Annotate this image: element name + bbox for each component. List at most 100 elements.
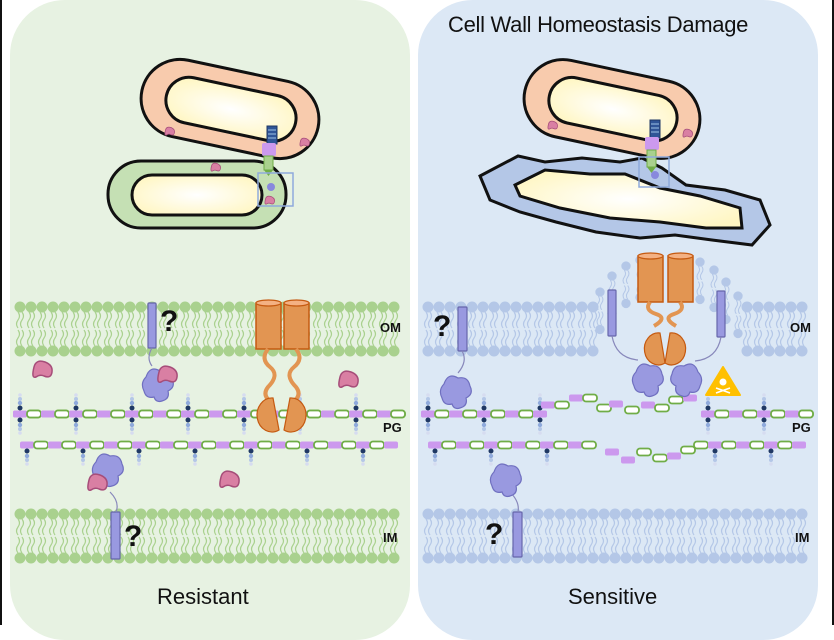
lipid bbox=[432, 507, 446, 565]
lipid bbox=[90, 300, 104, 358]
lipid bbox=[244, 507, 258, 565]
lipid bbox=[465, 300, 479, 358]
glcnac-unit bbox=[525, 440, 541, 450]
glcnac-unit bbox=[306, 409, 322, 419]
lipid bbox=[211, 300, 225, 358]
damaged-pg-fragment bbox=[668, 395, 684, 405]
om-label-right: OM bbox=[790, 320, 811, 335]
glcnac-unit bbox=[313, 440, 329, 450]
peptide-stem bbox=[761, 417, 767, 435]
murnac-unit bbox=[764, 441, 778, 449]
murnac-unit bbox=[449, 410, 463, 418]
peptide-stem bbox=[241, 393, 247, 411]
lipid bbox=[46, 507, 60, 565]
glcnac-unit bbox=[434, 409, 450, 419]
peptide-stem bbox=[425, 417, 431, 435]
murnac-unit bbox=[757, 410, 771, 418]
peptide-stem bbox=[73, 417, 79, 435]
murnac-unit bbox=[97, 410, 111, 418]
lipid bbox=[696, 507, 710, 565]
lipid bbox=[531, 507, 545, 565]
frame-left-border bbox=[0, 0, 2, 625]
lipid bbox=[421, 300, 435, 358]
lipid bbox=[79, 300, 93, 358]
lipid bbox=[57, 300, 71, 358]
peptide-stem bbox=[544, 448, 550, 466]
toxin-left bbox=[255, 299, 310, 433]
lipid bbox=[321, 507, 335, 565]
lipid bbox=[244, 300, 258, 358]
lipid-bulge bbox=[620, 260, 632, 309]
glcnac-unit bbox=[742, 409, 758, 419]
figure-title: Cell Wall Homeostasis Damage bbox=[448, 12, 749, 37]
peptide-stem bbox=[73, 393, 79, 411]
frame-right-border bbox=[832, 0, 834, 625]
lipid bbox=[718, 507, 732, 565]
peptidoglycan-right bbox=[421, 393, 814, 466]
im-label-right: IM bbox=[795, 530, 810, 545]
murnac-unit bbox=[237, 410, 251, 418]
lipid bbox=[553, 507, 567, 565]
lipid bbox=[332, 507, 346, 565]
murnac-unit bbox=[321, 410, 335, 418]
glcnac-unit bbox=[82, 409, 98, 419]
lipid bbox=[343, 300, 357, 358]
unknown-mark-im-left: ? bbox=[124, 520, 143, 553]
murnac-unit bbox=[188, 441, 202, 449]
lipid bbox=[167, 507, 181, 565]
immunity-protein-im-right bbox=[489, 463, 523, 558]
peptidoglycan-left bbox=[13, 393, 406, 466]
glcnac-unit bbox=[145, 440, 161, 450]
glcnac-unit bbox=[390, 409, 406, 419]
lipid bbox=[542, 300, 556, 358]
lipid bbox=[652, 507, 666, 565]
lipid bbox=[520, 300, 534, 358]
damaged-pg-fragment bbox=[621, 456, 635, 464]
glcnac-unit bbox=[693, 440, 709, 450]
murnac-unit bbox=[216, 441, 230, 449]
lipid bbox=[68, 300, 82, 358]
glcnac-unit bbox=[441, 440, 457, 450]
lipid bbox=[365, 300, 379, 358]
lipid bbox=[90, 507, 104, 565]
murnac-unit bbox=[421, 410, 435, 418]
free-effector-left-3 bbox=[219, 470, 240, 489]
murnac-unit bbox=[181, 410, 195, 418]
lipid bbox=[608, 507, 622, 565]
glcnac-unit bbox=[285, 440, 301, 450]
glcnac-unit bbox=[490, 409, 506, 419]
lipid bbox=[145, 507, 159, 565]
glcnac-unit bbox=[518, 409, 534, 419]
murnac-unit bbox=[512, 441, 526, 449]
lipid bbox=[321, 300, 335, 358]
lipid bbox=[586, 507, 600, 565]
attacker-cell-left bbox=[139, 57, 321, 161]
murnac-unit bbox=[272, 441, 286, 449]
lipid bbox=[619, 507, 633, 565]
glcnac-unit bbox=[581, 440, 597, 450]
damaged-pg-fragment bbox=[641, 401, 655, 409]
glcnac-unit bbox=[61, 440, 77, 450]
sensitive-caption: Sensitive bbox=[568, 584, 658, 609]
resistant-target-cell bbox=[106, 159, 288, 230]
lipid bbox=[35, 507, 49, 565]
murnac-unit bbox=[708, 441, 722, 449]
glcnac-unit bbox=[201, 440, 217, 450]
secretion-system-left bbox=[257, 125, 294, 207]
murnac-unit bbox=[701, 410, 715, 418]
murnac-unit bbox=[533, 410, 547, 418]
lipid bbox=[564, 507, 578, 565]
damaged-pg-fragment bbox=[654, 403, 670, 413]
lipid bbox=[200, 507, 214, 565]
lipid bbox=[178, 300, 192, 358]
murnac-unit bbox=[736, 441, 750, 449]
lipid bbox=[443, 507, 457, 565]
lipid bbox=[310, 300, 324, 358]
free-effector-left-2 bbox=[338, 370, 359, 389]
lipid bbox=[520, 507, 534, 565]
murnac-unit bbox=[153, 410, 167, 418]
murnac-unit bbox=[104, 441, 118, 449]
murnac-unit bbox=[484, 441, 498, 449]
lipid bbox=[663, 507, 677, 565]
glcnac-unit bbox=[341, 440, 357, 450]
